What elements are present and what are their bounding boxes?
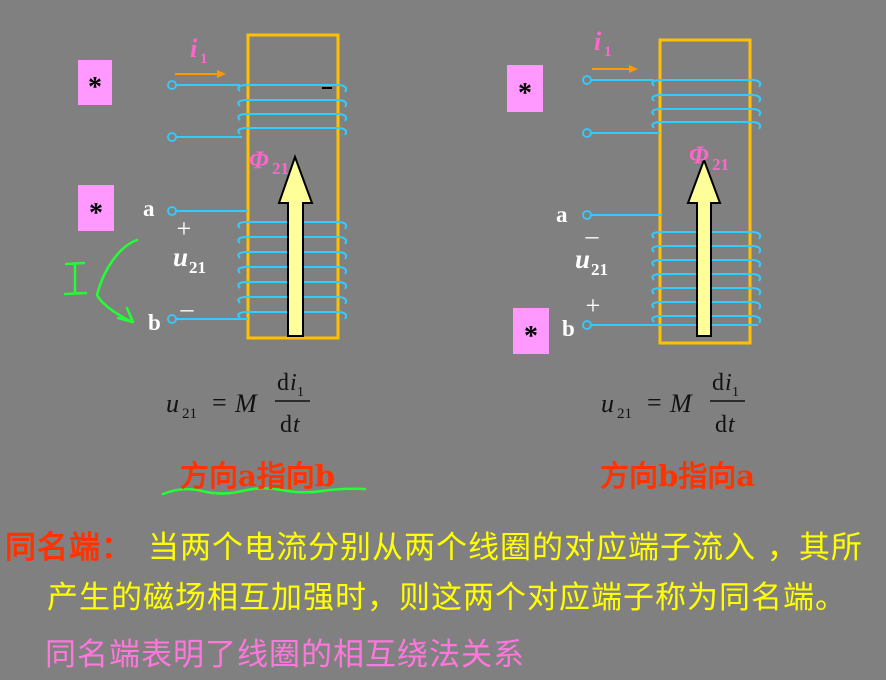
terminal-circle: [582, 128, 592, 138]
primary-coil: [176, 84, 348, 138]
handwritten-current-symbol: [63, 261, 88, 296]
terminal-circle-b: [582, 320, 592, 330]
flux-arrow: [277, 154, 314, 337]
left-direction-caption: 方向a指向b: [180, 459, 336, 493]
handwritten-underline: [161, 487, 367, 496]
terminal-circle: [582, 75, 592, 85]
current-label-subscript: 1: [604, 44, 612, 60]
terminal-label-b: b: [148, 310, 161, 335]
flux-label-subscript: 21: [272, 159, 289, 178]
current-label: i: [594, 27, 602, 56]
terminal-circle-a: [582, 210, 592, 220]
flux-label-subscript: 21: [712, 155, 729, 174]
left-coupled-coils-diagram: i 1 Φ 21 * * a b + – u 21 u 21 = M d i 1…: [63, 33, 367, 496]
formula-lhs-subscript: 21: [182, 406, 197, 422]
magnetic-core: [658, 38, 752, 345]
formula-numerator-variable: i: [290, 370, 297, 396]
current-arrow-head: [217, 70, 226, 78]
flux-label: Φ: [249, 147, 269, 174]
formula-denominator-variable: t: [728, 412, 736, 438]
mutual-voltage-formula: u 21 = M d i 1 d t: [166, 370, 310, 438]
current-label-subscript: 1: [200, 51, 208, 67]
terminal-circle: [167, 132, 177, 142]
flux-label: Φ: [689, 142, 709, 169]
handwritten-curved-arrow: [95, 238, 139, 324]
dot-marker-star: *: [89, 198, 103, 229]
magnetic-core: [246, 33, 340, 340]
dot-marker-box-coil1: [507, 65, 543, 112]
terminal-circle-b: [167, 314, 177, 324]
definition-line-2: 产生的磁场相互加强时，则这两个对应端子称为同名端。: [47, 580, 847, 616]
polarity-minus: –: [585, 221, 600, 250]
handwritten-arrow-head: [116, 306, 135, 324]
definition-term: 同名端：: [5, 530, 133, 566]
current-direction-arrow: [592, 65, 638, 73]
formula-numerator-subscript: 1: [732, 385, 739, 400]
coil-turn: [651, 94, 762, 103]
current-direction-arrow: [175, 70, 226, 78]
terminal-circle: [167, 80, 177, 90]
formula-numerator-subscript: 1: [297, 385, 304, 400]
handwritten-annotations: [63, 238, 367, 496]
polarity-plus: +: [177, 214, 192, 243]
formula-equals: =: [647, 388, 662, 417]
formula-denominator-d: d: [280, 412, 292, 438]
right-direction-caption: 方向b指向a: [600, 459, 756, 493]
terminal-label-a: a: [556, 202, 568, 227]
dot-marker-box-coil1: [78, 60, 112, 105]
polarity-minus: –: [180, 294, 195, 323]
coil-turn: [237, 99, 348, 108]
primary-coil: [591, 79, 762, 134]
formula-lhs: u: [601, 389, 614, 418]
terminal-circle-a: [167, 206, 177, 216]
formula-equals: =: [212, 388, 227, 417]
current-label: i: [190, 34, 198, 63]
dot-marker-box-coil2: [513, 308, 549, 354]
definition-line-1: 当两个电流分别从两个线圈的对应端子流入 ，其所: [148, 530, 863, 566]
formula-coefficient: M: [669, 389, 693, 418]
polarity-plus: +: [586, 291, 601, 320]
voltage-label: u: [575, 244, 590, 274]
right-coupled-coils-diagram: i 1 Φ 21 * * a b – + u 21 u 21 = M d i 1…: [507, 27, 762, 438]
formula-numerator-d: d: [277, 370, 289, 396]
winding-note: 同名端表明了线圈的相互绕法关系: [45, 637, 525, 673]
formula-numerator-d: d: [712, 370, 724, 396]
voltage-label-subscript: 21: [591, 260, 608, 279]
dot-marker-box-coil2: [78, 185, 114, 231]
coil-turn: [237, 113, 348, 122]
formula-denominator-d: d: [715, 412, 727, 438]
current-arrow-head: [629, 65, 638, 73]
dot-marker-star: *: [524, 321, 538, 352]
terminal-label-b: b: [562, 316, 575, 341]
formula-denominator-variable: t: [293, 412, 301, 438]
secondary-coil: [591, 214, 762, 326]
dot-marker-star: *: [518, 78, 532, 109]
mutual-voltage-formula: u 21 = M d i 1 d t: [601, 370, 745, 438]
formula-lhs-subscript: 21: [617, 406, 632, 422]
formula-numerator-variable: i: [725, 370, 732, 396]
flux-arrow: [686, 157, 722, 337]
terminal-label-a: a: [143, 196, 155, 221]
coil-turn: [651, 108, 762, 117]
voltage-label: u: [173, 242, 188, 272]
formula-coefficient: M: [234, 389, 258, 418]
coil-turn: [651, 121, 762, 130]
coil-turn: [651, 79, 762, 88]
dot-marker-star: *: [88, 72, 102, 103]
formula-lhs: u: [166, 389, 179, 418]
coil-turn: [237, 127, 348, 136]
coil-turn: [237, 84, 348, 93]
voltage-label-subscript: 21: [189, 258, 206, 277]
